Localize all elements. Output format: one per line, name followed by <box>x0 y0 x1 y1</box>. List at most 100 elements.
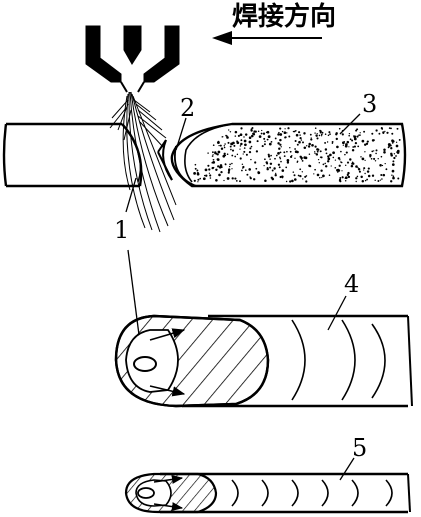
stipple-dot <box>240 127 243 130</box>
stipple-dot <box>363 130 366 133</box>
stipple-dot <box>269 162 273 166</box>
stipple-dot <box>324 133 327 135</box>
stipple-dot <box>228 129 230 131</box>
stipple-dot <box>202 177 206 181</box>
stipple-dot <box>357 167 359 169</box>
stipple-dot <box>390 180 393 183</box>
stipple-dot <box>324 141 327 144</box>
stipple-dot <box>237 134 240 137</box>
stipple-dot <box>220 170 223 174</box>
stipple-dot <box>257 171 261 175</box>
stipple-dot <box>285 166 288 169</box>
stipple-dot <box>241 163 244 166</box>
stipple-dot <box>242 165 245 169</box>
stipple-dot <box>310 138 313 141</box>
stipple-dot <box>359 132 361 134</box>
stipple-dot <box>395 141 398 143</box>
stipple-dot <box>194 163 197 166</box>
stipple-dot <box>367 167 370 170</box>
stipple-dot <box>384 130 386 133</box>
stipple-dot <box>363 143 367 146</box>
stipple-dot <box>338 127 341 130</box>
stipple-dot <box>272 177 274 179</box>
stipple-dot <box>219 144 222 147</box>
stipple-dot <box>335 137 338 141</box>
stipple-dot <box>343 141 345 144</box>
stipple-dot <box>274 157 276 160</box>
stipple-dot <box>388 127 391 129</box>
stipple-dot <box>350 164 354 168</box>
stipple-dot <box>340 150 342 153</box>
stipple-dot <box>250 128 253 130</box>
stipple-dot <box>345 143 348 146</box>
stipple-dot <box>217 165 220 168</box>
stipple-dot <box>286 161 290 164</box>
stipple-dot <box>215 179 218 182</box>
stipple-dot <box>234 155 237 158</box>
label-2: 2 <box>180 94 196 122</box>
stipple-dot <box>284 128 286 130</box>
stipple-dot <box>301 158 303 160</box>
stipple-dot <box>208 172 211 174</box>
stipple-dot <box>381 178 383 180</box>
stipple-dot <box>303 132 306 135</box>
stipple-dot <box>270 176 273 179</box>
stipple-dot <box>342 144 344 146</box>
stipple-dot <box>320 156 323 159</box>
stipple-dot <box>234 177 237 180</box>
stipple-dot <box>209 174 212 177</box>
stipple-dot <box>351 162 354 165</box>
stipple-dot <box>393 156 396 160</box>
stipple-dot <box>383 151 386 154</box>
plate-4 <box>114 314 413 408</box>
stipple-dot <box>280 146 282 148</box>
stipple-dot <box>229 145 232 148</box>
stipple-dot <box>239 145 242 147</box>
stipple-dot <box>303 146 307 150</box>
stipple-dot <box>301 159 304 162</box>
stipple-dot <box>355 177 358 180</box>
stipple-dot <box>366 170 370 173</box>
stipple-dot <box>369 155 372 158</box>
stipple-dot <box>234 135 237 137</box>
stipple-dot <box>299 174 302 178</box>
stipple-dot <box>320 135 323 137</box>
stipple-dot <box>392 175 395 177</box>
stipple-dot <box>275 172 277 175</box>
stipple-dot <box>267 155 271 158</box>
stipple-dot <box>294 157 296 159</box>
stipple-dot <box>280 160 282 163</box>
stipple-dot <box>223 153 226 156</box>
stipple-dot <box>295 150 298 153</box>
stipple-dot <box>285 180 288 183</box>
stipple-dot <box>320 133 323 136</box>
stipple-dot <box>231 154 234 157</box>
stipple-dot <box>231 149 235 152</box>
stipple-dot <box>396 149 400 153</box>
label-4: 4 <box>344 270 360 298</box>
stipple-dot <box>265 161 268 164</box>
stipple-dot <box>310 137 312 139</box>
stipple-dot <box>224 143 226 145</box>
stipple-dot <box>231 168 233 170</box>
stipple-dot <box>277 133 280 136</box>
stipple-dot <box>229 131 232 133</box>
stipple-dot <box>364 151 366 153</box>
stipple-dot <box>391 174 393 176</box>
stipple-dot <box>242 153 244 155</box>
stipple-dot <box>361 157 365 161</box>
stipple-dot <box>263 143 266 146</box>
stipple-dot <box>286 132 288 134</box>
stipple-dot <box>248 136 252 139</box>
stipple-dot <box>239 180 241 183</box>
stipple-dot <box>264 179 267 183</box>
stipple-dot <box>231 162 233 165</box>
stipple-dot <box>387 143 391 146</box>
stipple-dot <box>269 166 272 169</box>
stipple-dot <box>318 162 320 164</box>
stipple-dot <box>226 153 229 155</box>
stipple-dot <box>344 153 346 156</box>
stipple-dot <box>205 174 208 177</box>
